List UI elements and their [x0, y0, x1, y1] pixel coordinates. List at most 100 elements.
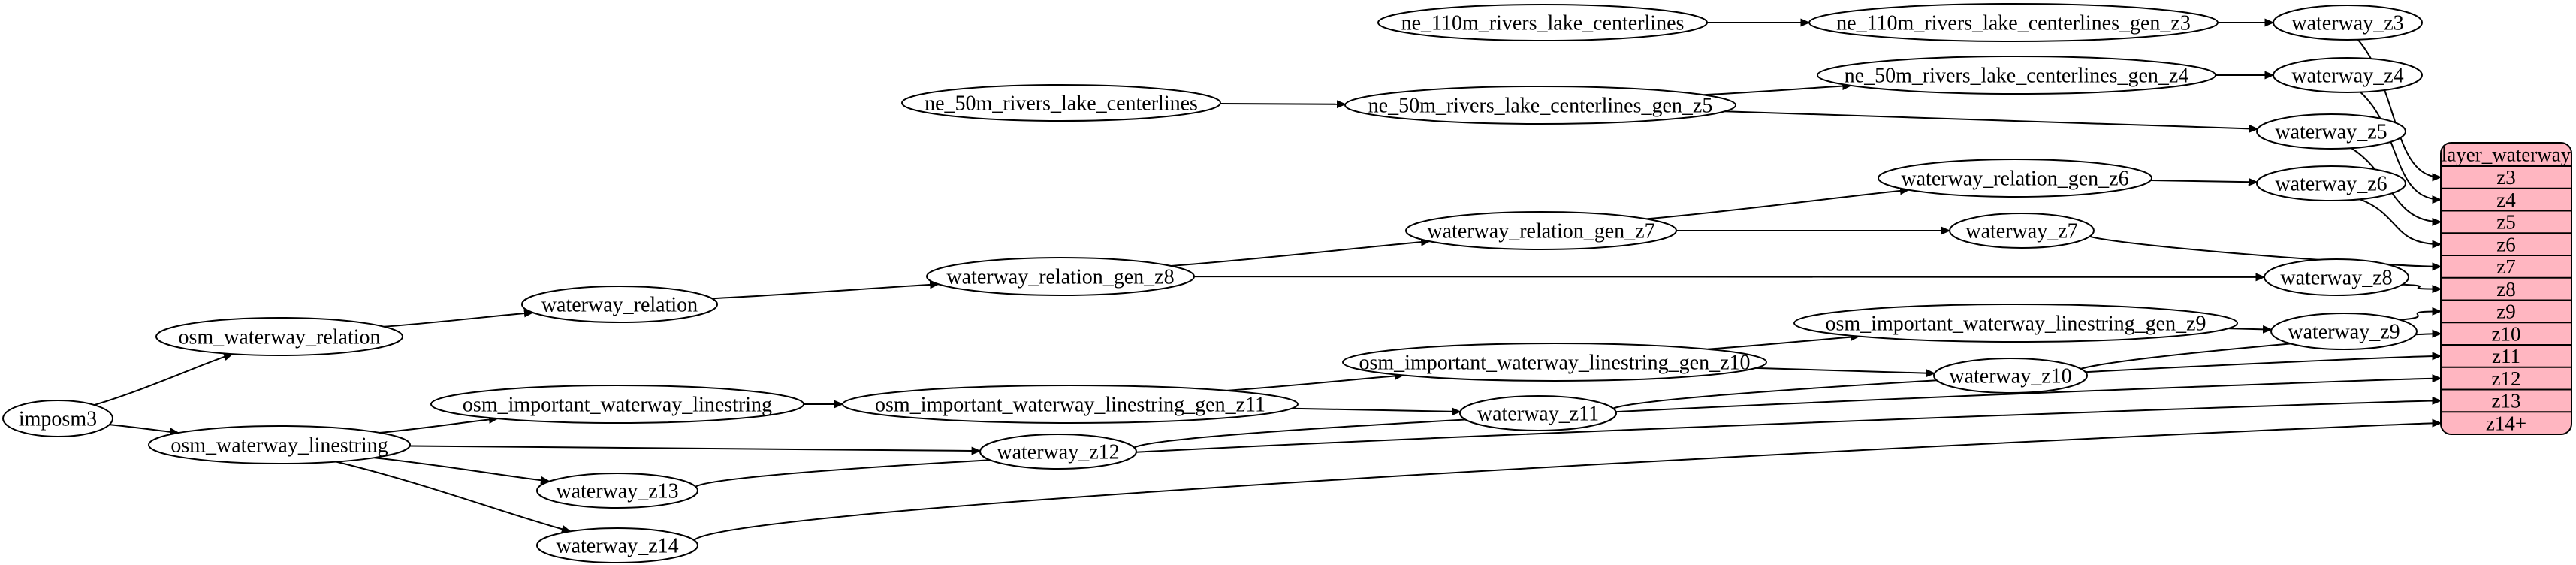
edge-imposm3-to-osm_waterway_linestring: [109, 424, 180, 437]
node-waterway_z11: waterway_z11: [1459, 395, 1617, 431]
nodes-layer: imposm3 osm_waterway_relation osm_waterway…: [2, 3, 2423, 563]
table-row: z11: [2492, 345, 2520, 367]
edge-waterway_z7-to-layer_waterway-z7: [2089, 235, 2442, 271]
edge-imposm3-to-osm_waterway_relation: [94, 352, 234, 406]
node-label: ne_50m_rivers_lake_centerlines_gen_z4: [1845, 65, 2189, 88]
node-ellipse: [521, 286, 718, 323]
edge-waterway_relation_gen_z8-to-waterway_relation_gen_z7: [1171, 237, 1431, 267]
table-row: z8: [2496, 278, 2515, 301]
node-ne_50m_rivers_lake_centerlines: ne_50m_rivers_lake_centerlines: [901, 84, 1221, 122]
node-osm_important_waterway_linestring_gen_z10: osm_important_waterway_linestring_gen_z1…: [1342, 343, 1767, 382]
node-label: ne_110m_rivers_lake_centerlines_gen_z3: [1836, 12, 2191, 35]
node-ellipse: [2, 400, 113, 437]
edge-osm_important_waterway_linestring_gen_z10-to-osm_important_waterway_linestring_gen_z9: [1707, 333, 1860, 350]
node-ellipse: [2273, 5, 2423, 41]
node-label: ne_110m_rivers_lake_centerlines: [1401, 12, 1685, 35]
table-row: z14+: [2486, 412, 2526, 434]
edge-osm_important_waterway_linestring_gen_z11-to-osm_important_waterway_linestring_gen_z10: [1226, 371, 1404, 391]
edge-waterway_z9-to-layer_waterway-z9: [2400, 307, 2442, 321]
edge-waterway_z8-to-layer_waterway-z8: [2402, 283, 2442, 294]
node-label: waterway_z12: [997, 441, 1119, 464]
edge-waterway_z4-to-layer_waterway-z4: [2360, 91, 2442, 204]
node-label: waterway_relation: [541, 294, 698, 317]
node-ellipse: [1878, 159, 2152, 198]
node-ellipse: [901, 84, 1221, 122]
node-waterway_z9: waterway_z9: [2270, 313, 2418, 350]
table-row: z7: [2496, 255, 2515, 278]
node-waterway_relation_gen_z7: waterway_relation_gen_z7: [1405, 211, 1677, 250]
node-waterway_z12: waterway_z12: [979, 434, 1137, 470]
table-row: z3: [2496, 166, 2515, 189]
node-label: imposm3: [19, 408, 97, 431]
node-label: waterway_z11: [1477, 403, 1599, 426]
edge-osm_waterway_linestring-to-waterway_z12: [409, 445, 982, 455]
node-label: osm_important_waterway_linestring_gen_z1…: [1359, 352, 1751, 375]
node-ellipse: [979, 434, 1137, 470]
node-label: waterway_z8: [2280, 267, 2392, 290]
table-row: z13: [2492, 390, 2521, 412]
table-row: z6: [2496, 233, 2515, 255]
node-ellipse: [842, 385, 1299, 424]
node-ne_110m_rivers_lake_centerlines_gen_z3: ne_110m_rivers_lake_centerlines_gen_z3: [1808, 3, 2219, 42]
table-layer: layer_waterwayz3z4z5z6z7z8z9z10z11z12z13…: [2440, 142, 2572, 435]
edge-waterway_z14-to-layer_waterway-z14+: [693, 418, 2442, 541]
node-label: osm_waterway_relation: [178, 326, 380, 349]
edge-waterway_z13-to-layer_waterway-z13: [695, 396, 2442, 488]
node-waterway_relation_gen_z8: waterway_relation_gen_z8: [926, 257, 1195, 296]
node-ellipse: [155, 317, 403, 356]
node-label: waterway_z9: [2288, 321, 2400, 344]
table-row: z10: [2492, 322, 2521, 345]
node-ellipse: [1459, 395, 1617, 431]
node-ellipse: [2264, 258, 2409, 296]
node-waterway_z4: waterway_z4: [2273, 57, 2423, 93]
node-ellipse: [926, 257, 1195, 296]
table-row: z5: [2496, 211, 2515, 234]
node-ellipse: [1344, 86, 1736, 125]
node-ellipse: [1949, 213, 2095, 249]
node-ellipse: [1793, 304, 2238, 343]
node-ellipse: [1342, 343, 1767, 382]
node-label: osm_important_waterway_linestring_gen_z1…: [875, 394, 1265, 417]
table-header: layer_waterway: [2442, 144, 2571, 166]
node-waterway_z3: waterway_z3: [2273, 5, 2423, 41]
node-ellipse: [1933, 358, 2088, 394]
node-label: waterway_z5: [2275, 121, 2387, 144]
node-ellipse: [2256, 113, 2406, 150]
node-label: waterway_z10: [1949, 365, 2071, 388]
node-waterway_z5: waterway_z5: [2256, 113, 2406, 150]
node-waterway_z6: waterway_z6: [2256, 165, 2406, 201]
edge-osm_important_waterway_linestring_gen_z9-to-waterway_z9: [2228, 325, 2273, 334]
node-osm_waterway_linestring: osm_waterway_linestring: [148, 425, 411, 464]
node-osm_important_waterway_linestring: osm_important_waterway_linestring: [430, 385, 804, 424]
node-waterway_z7: waterway_z7: [1949, 213, 2095, 249]
node-waterway_relation_gen_z6: waterway_relation_gen_z6: [1878, 159, 2152, 198]
node-label: waterway_relation_gen_z7: [1427, 220, 1654, 243]
edge-waterway_relation_gen_z8-to-waterway_z8: [1193, 273, 2266, 282]
edge-waterway_z5-to-layer_waterway-z5: [2351, 147, 2442, 226]
edge-waterway_relation_gen_z6-to-waterway_z6: [2150, 177, 2258, 186]
node-label: ne_50m_rivers_lake_centerlines: [925, 92, 1198, 116]
node-label: osm_waterway_linestring: [170, 434, 388, 458]
edge-waterway_z6-to-layer_waterway-z6: [2359, 198, 2442, 249]
node-label: waterway_z4: [2291, 65, 2403, 88]
node-imposm3: imposm3: [2, 400, 113, 437]
node-ellipse: [1817, 56, 2216, 95]
edge-waterway_relation_gen_z7-to-waterway_relation_gen_z6: [1646, 186, 1910, 220]
node-ellipse: [536, 473, 698, 509]
node-ne_110m_rivers_lake_centerlines: ne_110m_rivers_lake_centerlines: [1377, 4, 1708, 41]
node-label: osm_important_waterway_linestring: [463, 394, 772, 417]
table-row: z9: [2496, 301, 2515, 323]
node-waterway_z8: waterway_z8: [2264, 258, 2409, 296]
node-label: waterway_z6: [2275, 173, 2387, 196]
edge-osm_waterway_relation-to-waterway_relation: [384, 309, 534, 328]
node-waterway_z10: waterway_z10: [1933, 358, 2088, 394]
node-ellipse: [536, 527, 698, 563]
node-label: waterway_z13: [556, 480, 678, 503]
edge-waterway_relation-to-waterway_relation_gen_z8: [711, 280, 940, 300]
edge-osm_important_waterway_linestring_gen_z11-to-waterway_z11: [1292, 407, 1461, 416]
node-osm_important_waterway_linestring_gen_z9: osm_important_waterway_linestring_gen_z9: [1793, 304, 2238, 343]
node-osm_important_waterway_linestring_gen_z11: osm_important_waterway_linestring_gen_z1…: [842, 385, 1299, 424]
edge-ne_50m_rivers_lake_centerlines_gen_z5-to-ne_50m_rivers_lake_centerlines_gen_z4: [1703, 82, 1853, 96]
node-ne_50m_rivers_lake_centerlines_gen_z4: ne_50m_rivers_lake_centerlines_gen_z4: [1817, 56, 2216, 95]
